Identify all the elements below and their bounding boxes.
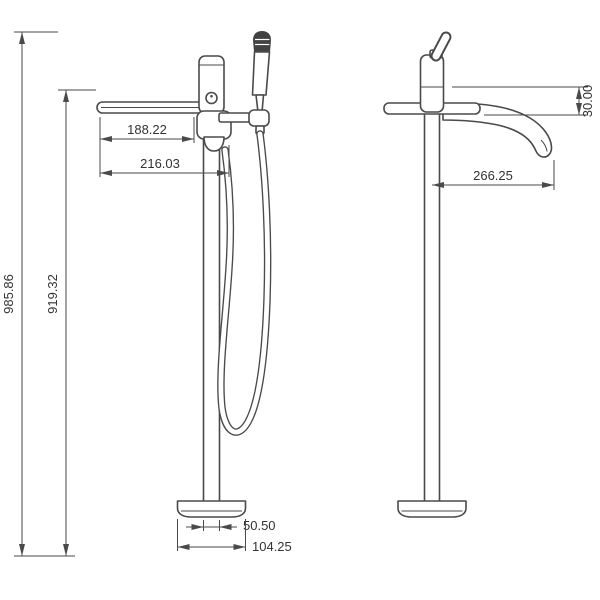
dim-riser-width-group: 50.50 [186,518,276,533]
side-floor-base [397,500,467,518]
handshower-head [253,31,271,53]
side-spout-lip [540,139,548,152]
front-floor-base [176,500,247,518]
dim-base-width: 104.25 [252,539,292,554]
dim-handle-length-group: 188.22 [99,117,195,177]
diverter-knob-dot [210,94,213,98]
side-riser-column [423,109,441,503]
handshower-grip [251,51,271,96]
dim-handle-length: 188.22 [127,122,167,137]
dim-riser-height-group: 919.32 [45,89,96,556]
side-lever-inner [432,33,450,60]
handshower-bracket-arm [218,112,251,123]
handshower-holder-ring [248,109,270,127]
front-spout-aerator [203,136,225,152]
dim-overall-height-group: 985.86 [1,31,75,557]
dimensions: 985.86 919.32 188.22 216.03 [1,31,595,557]
side-mixer-body [419,54,445,113]
dim-base-width-group: 104.25 [177,519,292,554]
front-riser-column [202,109,221,503]
dim-spout-reach-group: 266.25 [432,160,555,190]
dim-riser-height: 919.32 [45,274,60,314]
side-view [383,31,553,518]
dim-riser-width: 50.50 [243,518,276,533]
dim-spout-drop-group: 30.00 [452,85,595,118]
dim-front-width: 216.03 [140,156,180,171]
dim-overall-height: 985.86 [1,274,16,314]
shower-hose-inner [218,131,271,435]
dim-spout-reach: 266.25 [473,168,513,183]
front-view [96,31,272,518]
side-spout [442,102,553,158]
dim-spout-drop: 30.00 [580,85,595,118]
diverter-knob [205,91,218,105]
dim-front-width-group: 216.03 [100,145,230,177]
